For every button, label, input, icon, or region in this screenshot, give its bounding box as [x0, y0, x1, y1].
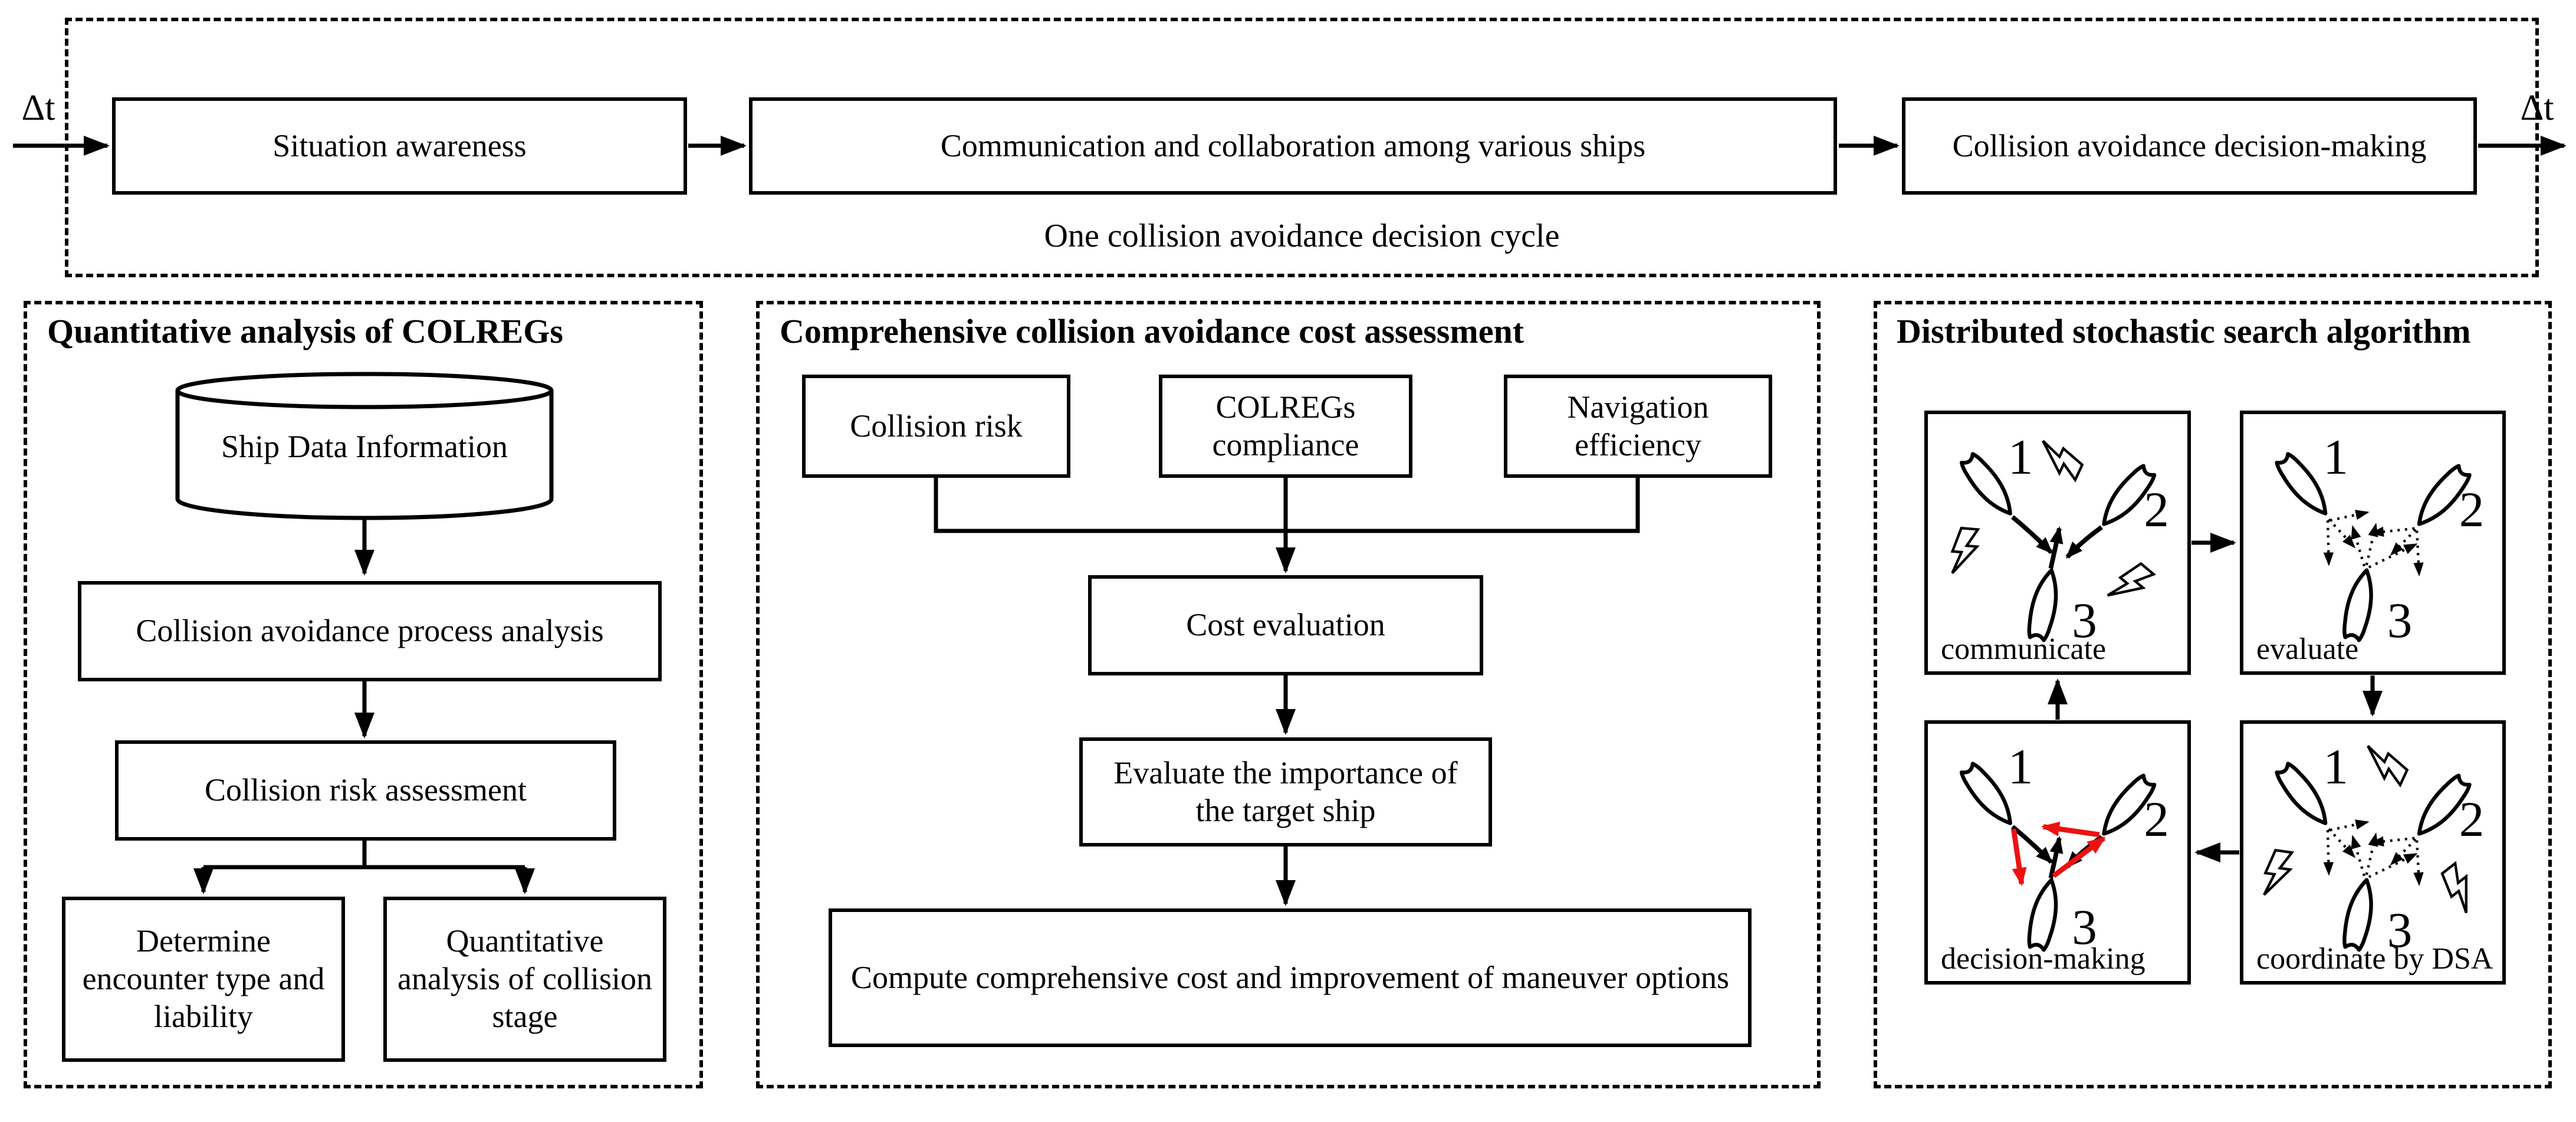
decision-cycle-container [65, 18, 2539, 277]
ship-2-icon [2417, 464, 2472, 526]
ship-1-heading-arrow [2010, 825, 2053, 864]
delta-t-out-label: Δt [2520, 88, 2554, 128]
stage-decision-label: decision-making [1941, 942, 2145, 976]
cost-evaluation-label: Cost evaluation [1186, 607, 1385, 643]
dsa-panel [1874, 301, 2552, 1088]
lightning-bolt-icon [2263, 848, 2295, 896]
lightning-bolt-icon [1950, 526, 1980, 575]
new-heading-arrows-red [2011, 821, 2106, 887]
stage-decision-box: 1 2 3 decision-making [1924, 720, 2191, 985]
ship-3-heading-arrow [2048, 835, 2064, 879]
cost-evaluation-box: Cost evaluation [1088, 575, 1483, 675]
ship-2-number: 2 [2144, 792, 2169, 847]
dsa-panel-title: Distributed stochastic search algorithm [1897, 312, 2471, 350]
stage-evaluate-box: 1 2 3 evaluate [2240, 411, 2506, 675]
ship-2-number: 2 [2144, 482, 2169, 537]
collision-stage-box: Quantitative analysis of collision stage [383, 897, 666, 1062]
ship-2-icon [2102, 773, 2157, 836]
delta-t-in-label: Δt [21, 88, 55, 128]
ship-1-icon [1959, 762, 2012, 825]
ship-3-heading-arrow [2048, 526, 2064, 569]
ship-3-icon [2342, 568, 2373, 642]
navigation-efficiency-box: Navigation efficiency [1504, 375, 1772, 478]
ship-3-number: 3 [2072, 900, 2097, 955]
ship-3-icon [2027, 878, 2058, 952]
ship-3-number: 3 [2387, 593, 2413, 648]
lightning-bolt-icon [2440, 861, 2468, 914]
ship-1-heading-arrow [2010, 515, 2053, 555]
ship-2-icon [2102, 464, 2157, 526]
ship-1-number: 1 [2008, 739, 2033, 795]
lightning-bolt-icon [2107, 562, 2157, 597]
ship-2-number: 2 [2459, 482, 2485, 537]
risk-assessment-label: Collision risk assessment [204, 772, 527, 808]
stage-coordinate-label: coordinate by DSA [2256, 942, 2493, 976]
communicate-scene: 1 2 3 [1950, 429, 2169, 648]
decision-making-scene: 1 2 3 [1959, 739, 2169, 955]
ship-3-number: 3 [2072, 593, 2097, 648]
ship-1-icon [2275, 762, 2328, 825]
database-cylinder-icon [175, 372, 554, 520]
collision-stage-label: Quantitative analysis of collision stage [397, 923, 652, 1034]
collision-risk-label: Collision risk [850, 408, 1023, 444]
candidate-option-arrows [2323, 510, 2424, 577]
decision-making-box: Collision avoidance decision-making [1902, 97, 2477, 195]
decision-making-label: Collision avoidance decision-making [1952, 127, 2427, 163]
lightning-bolt-icon [2367, 745, 2409, 788]
situation-awareness-box: Situation awareness [112, 97, 687, 195]
encounter-type-label: Determine encounter type and liability [82, 923, 325, 1034]
risk-assessment-box: Collision risk assessment [115, 740, 616, 841]
navigation-efficiency-label: Navigation efficiency [1567, 389, 1709, 462]
communication-box: Communication and collaboration among va… [749, 97, 1837, 195]
ship-2-number: 2 [2459, 792, 2485, 847]
stage-coordinate-box: 1 2 3 coordinate by DSA [2240, 720, 2506, 985]
process-analysis-label: Collision avoidance process analysis [136, 613, 604, 649]
colregs-panel [24, 301, 703, 1088]
ship-1-icon [1959, 452, 2012, 516]
colregs-panel-title: Quantitative analysis of COLREGs [47, 312, 563, 350]
cycle-caption: One collision avoidance decision cycle [1044, 218, 1560, 254]
compute-cost-box: Compute comprehensive cost and improveme… [829, 908, 1752, 1047]
lightning-bolt-icon [2042, 439, 2084, 483]
colregs-compliance-box: COLREGs compliance [1159, 375, 1412, 478]
ship-2-heading-arrow [2065, 525, 2103, 559]
situation-awareness-label: Situation awareness [272, 127, 527, 163]
ship-3-icon [2027, 568, 2058, 642]
stage-communicate-box: 1 2 3 communicate [1924, 411, 2191, 675]
cost-panel [756, 301, 1821, 1088]
ship-2-icon [2417, 773, 2472, 836]
stage-communicate-label: communicate [1941, 632, 2107, 666]
stage-evaluate-label: evaluate [2256, 632, 2359, 666]
evaluate-scene: 1 2 3 [2275, 429, 2485, 648]
target-importance-box: Evaluate the importance of the target sh… [1079, 737, 1492, 847]
target-importance-label: Evaluate the importance of the target sh… [1113, 754, 1458, 828]
encounter-type-box: Determine encounter type and liability [62, 897, 345, 1062]
cost-panel-title: Comprehensive collision avoidance cost a… [780, 312, 1524, 350]
ship-1-icon [2275, 452, 2328, 516]
ship-1-number: 1 [2323, 739, 2348, 795]
ship-1-number: 1 [2323, 429, 2348, 485]
ship-3-icon [2342, 878, 2373, 952]
colregs-compliance-label: COLREGs compliance [1212, 389, 1359, 462]
compute-cost-label: Compute comprehensive cost and improveme… [850, 959, 1730, 995]
coordinate-scene: 1 2 3 [2263, 739, 2485, 958]
communication-label: Communication and collaboration among va… [940, 127, 1646, 163]
ship-1-number: 1 [2008, 429, 2033, 485]
ship-3-number: 3 [2387, 903, 2413, 958]
collision-risk-box: Collision risk [802, 375, 1070, 478]
candidate-option-arrows [2323, 819, 2424, 887]
process-analysis-box: Collision avoidance process analysis [78, 581, 662, 681]
database-label: Ship Data Information [221, 429, 508, 464]
